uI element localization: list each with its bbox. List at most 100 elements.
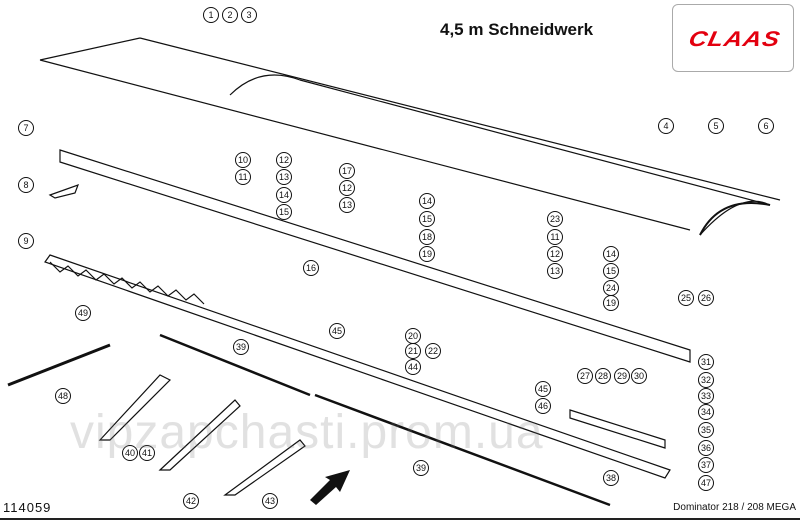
callout-number: 17	[342, 166, 352, 176]
model-label: Dominator 218 / 208 MEGA	[673, 502, 796, 513]
callout-circle	[698, 475, 714, 491]
callout-number: 23	[550, 214, 560, 224]
callout-number: 19	[422, 249, 432, 259]
callout-number: 2	[227, 10, 232, 20]
callout-number: 29	[617, 371, 627, 381]
callout-number: 30	[634, 371, 644, 381]
callout-circle	[405, 343, 421, 359]
callout-number: 13	[279, 172, 289, 182]
callout-number: 15	[422, 214, 432, 224]
callout-circle	[678, 290, 694, 306]
callout-circle	[425, 343, 441, 359]
callout-number: 15	[279, 207, 289, 217]
callout-circle	[139, 445, 155, 461]
guard-40	[98, 374, 172, 441]
callout-circle	[122, 445, 138, 461]
callout-circle	[603, 246, 619, 262]
callout-circle	[419, 229, 435, 245]
rod-48	[7, 343, 111, 387]
callout-number: 43	[265, 496, 275, 506]
bracket	[569, 409, 666, 449]
callout-number: 47	[701, 478, 711, 488]
knife-bar	[44, 254, 671, 479]
callout-number: 4	[663, 121, 668, 131]
callout-circle	[276, 204, 292, 220]
callout-circle	[276, 169, 292, 185]
callout-number: 41	[142, 448, 152, 458]
callout-number: 12	[550, 249, 560, 259]
callout-circle	[603, 295, 619, 311]
guard-8	[48, 184, 80, 199]
callout-circle	[419, 193, 435, 209]
callout-circle	[18, 120, 34, 136]
callout-circle	[658, 118, 674, 134]
callout-number: 13	[342, 200, 352, 210]
callout-number: 32	[701, 375, 711, 385]
page-title: 4,5 m Schneidwerk	[440, 20, 594, 39]
callout-number: 35	[701, 425, 711, 435]
callout-number: 14	[279, 190, 289, 200]
callout-number: 15	[606, 266, 616, 276]
brand-logo: CLAAS	[672, 4, 794, 72]
callout-number: 36	[701, 443, 711, 453]
callout-number: 16	[306, 263, 316, 273]
callout-circle	[235, 169, 251, 185]
callout-circle	[419, 246, 435, 262]
callout-circle	[758, 118, 774, 134]
callout-circle	[547, 246, 563, 262]
callout-circle	[698, 457, 714, 473]
callout-circle	[339, 197, 355, 213]
callout-number: 9	[23, 236, 28, 246]
guard-43	[223, 439, 306, 496]
callout-number: 12	[342, 183, 352, 193]
callout-number: 5	[713, 121, 718, 131]
callout-number: 37	[701, 460, 711, 470]
callout-number: 44	[408, 362, 418, 372]
callout-circle	[419, 211, 435, 227]
callout-circle	[698, 440, 714, 456]
callout-circle	[276, 187, 292, 203]
callout-number: 27	[580, 371, 590, 381]
drawing-number: 114059	[3, 500, 52, 515]
callout-circle	[329, 323, 345, 339]
callout-circle	[203, 7, 219, 23]
callout-number: 3	[246, 10, 251, 20]
direction-arrow-icon	[310, 470, 350, 505]
brand-logo-text: CLAAS	[686, 27, 783, 51]
callout-circle	[241, 7, 257, 23]
callout-number: 24	[606, 283, 616, 293]
cover-sheet	[39, 37, 781, 231]
callout-circle	[631, 368, 647, 384]
callout-number: 38	[606, 473, 616, 483]
callout-circle	[698, 290, 714, 306]
callout-circle	[75, 305, 91, 321]
callout-circle	[603, 263, 619, 279]
callout-circle	[405, 359, 421, 375]
callout-number: 39	[236, 342, 246, 352]
callout-number: 11	[550, 232, 559, 242]
callout-circle	[339, 180, 355, 196]
callout-number: 34	[701, 407, 711, 417]
callout-number: 40	[125, 448, 135, 458]
callout-number: 26	[701, 293, 711, 303]
callout-circle	[603, 470, 619, 486]
callout-circle	[708, 118, 724, 134]
callout-number: 45	[538, 384, 548, 394]
rod-39	[159, 333, 611, 507]
callout-number: 22	[428, 346, 438, 356]
callout-circle	[547, 263, 563, 279]
callout-circle	[535, 381, 551, 397]
callout-circle	[698, 354, 714, 370]
callout-number: 48	[58, 391, 68, 401]
callout-circle	[183, 493, 199, 509]
callout-circle	[262, 493, 278, 509]
callout-circle	[698, 372, 714, 388]
callout-number: 11	[238, 172, 247, 182]
callout-circle	[18, 233, 34, 249]
callout-circle	[698, 404, 714, 420]
callout-number: 1	[208, 10, 213, 20]
callout-number: 10	[238, 155, 248, 165]
callout-number: 39	[416, 463, 426, 473]
